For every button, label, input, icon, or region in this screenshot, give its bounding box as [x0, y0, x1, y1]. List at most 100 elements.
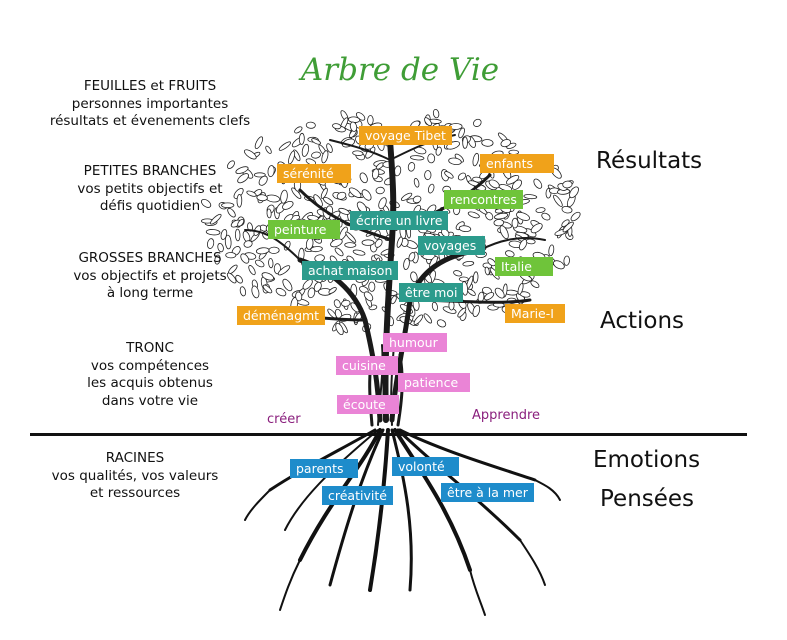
leaf — [255, 247, 270, 255]
leaf — [458, 276, 469, 282]
leaf — [253, 172, 266, 178]
leaf — [282, 200, 294, 210]
leaf — [256, 194, 268, 202]
leaf — [266, 208, 272, 219]
leaf — [341, 299, 351, 307]
leaf — [254, 136, 264, 150]
leaf — [294, 126, 303, 134]
leaf — [311, 151, 321, 159]
leaf — [444, 171, 454, 179]
side-label-actions: Actions — [600, 308, 685, 334]
leaf — [457, 172, 467, 181]
leaf — [251, 285, 260, 299]
leaf — [462, 261, 475, 267]
leaf — [220, 229, 228, 240]
tag-serenite: sérénité — [277, 164, 351, 183]
leaf — [237, 218, 245, 227]
leaf — [367, 115, 374, 126]
diagram-title: Arbre de Vie — [300, 52, 500, 88]
leaf — [494, 287, 505, 299]
trunk-word-apprendre: Apprendre — [472, 408, 541, 423]
leaf — [349, 121, 358, 132]
legend-heading: GROSSES BRANCHES — [78, 250, 222, 266]
leaf — [352, 249, 366, 256]
leaf — [374, 238, 383, 248]
leaf — [311, 138, 321, 145]
leaf — [525, 238, 536, 245]
leaf — [424, 117, 432, 127]
leaf — [541, 212, 551, 221]
leaf — [207, 238, 215, 249]
leaf — [295, 291, 303, 302]
leaf — [234, 228, 241, 242]
tag-marie: Marie-I — [505, 304, 565, 323]
leaf — [305, 121, 316, 129]
leaf — [570, 211, 581, 222]
leaf — [516, 211, 530, 221]
leaf — [408, 252, 416, 262]
leaf — [237, 173, 249, 184]
leaf — [278, 141, 291, 151]
leaf — [338, 207, 350, 215]
legend-line: vos petits objectifs et — [77, 180, 223, 197]
tag-voyage-tibet: voyage Tibet — [359, 126, 452, 145]
leaf — [484, 266, 490, 276]
leaf — [328, 287, 337, 294]
tag-etre-moi: être moi — [399, 283, 464, 302]
leaf — [413, 178, 420, 188]
leaf — [511, 179, 523, 190]
leaf — [332, 123, 342, 130]
legend-line: personnes importantes — [71, 95, 229, 112]
legend-line: les acquis obtenus — [87, 375, 213, 391]
legend-line: vos qualités, vos valeurs — [51, 467, 219, 484]
leaf — [423, 313, 433, 324]
tag-italie: Italie — [495, 257, 553, 276]
leaf — [535, 207, 546, 213]
leaf — [484, 292, 495, 301]
leaf — [280, 189, 288, 204]
legend-heading: RACINES — [105, 450, 165, 466]
leaf — [368, 281, 376, 292]
leaf — [291, 187, 302, 199]
tag-peinture: peinture — [268, 220, 340, 239]
leaf — [530, 280, 540, 288]
tag-parents: parents — [290, 459, 358, 478]
leaf — [488, 179, 500, 189]
leaf — [348, 187, 362, 198]
leaf — [246, 190, 257, 197]
leaf — [467, 211, 480, 219]
leaf — [361, 239, 375, 246]
leaf — [458, 225, 472, 233]
leaf — [427, 153, 436, 164]
leaf — [261, 272, 275, 281]
legend-line: défis quotidien — [99, 198, 201, 214]
leaf — [201, 198, 212, 208]
leaf — [505, 250, 515, 258]
leaf — [472, 152, 480, 167]
leaf — [239, 286, 247, 297]
tag-creativite: créativité — [322, 486, 393, 505]
leaf — [268, 258, 274, 269]
leaf — [562, 221, 574, 233]
tag-rencontres: rencontres — [444, 190, 523, 209]
leaf — [258, 175, 268, 186]
leaf — [448, 157, 462, 166]
leaf — [533, 178, 543, 189]
leaf — [562, 180, 573, 189]
tree-canopy — [201, 108, 581, 336]
tag-cuisine: cuisine — [336, 356, 398, 375]
legend-line: résultats et évenements clefs — [49, 113, 251, 129]
leaf — [375, 186, 385, 195]
leaf — [363, 291, 374, 302]
leaf — [518, 239, 528, 251]
tag-demenagement: déménagmt — [237, 306, 326, 325]
legend-leaves-fruits: FEUILLES et FRUITS personnes importantes… — [35, 78, 265, 131]
leaf — [265, 145, 272, 154]
ground-line — [30, 433, 747, 436]
leaf — [210, 213, 222, 225]
leaf — [227, 207, 236, 218]
side-label-thoughts: Pensées — [600, 486, 695, 512]
leaf — [561, 206, 573, 214]
